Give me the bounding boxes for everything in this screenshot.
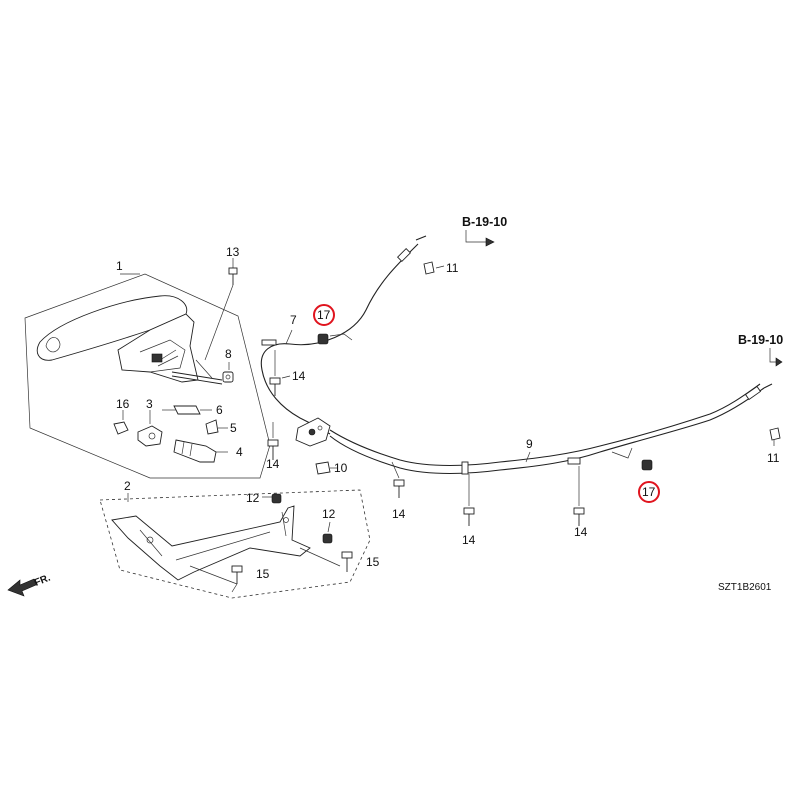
svg-text:B-19-10: B-19-10 <box>738 333 783 347</box>
bolt-14c[interactable] <box>391 461 405 498</box>
callout-7: 7 <box>290 313 297 327</box>
bolt-13[interactable] <box>204 258 238 361</box>
lever-assembly-group <box>24 273 271 479</box>
callout-14e: 14 <box>574 525 588 539</box>
callout-1: 1 <box>116 259 123 273</box>
nut-12b[interactable] <box>322 533 333 544</box>
nut-8[interactable] <box>222 362 234 383</box>
pin-16[interactable] <box>113 410 129 435</box>
switch-3[interactable] <box>137 410 163 447</box>
front-direction-arrow: FR. <box>7 572 52 597</box>
svg-text:B-19-10: B-19-10 <box>462 215 507 229</box>
bolt-14b[interactable] <box>267 422 279 460</box>
callout-13: 13 <box>226 245 240 259</box>
callout-15a: 15 <box>256 567 270 581</box>
callout-17a-highlight[interactable]: 17 <box>313 304 335 326</box>
adjuster-4[interactable] <box>173 439 228 463</box>
reference-b19-right[interactable]: B-19-10 <box>738 333 783 367</box>
clip-11a[interactable] <box>423 261 435 275</box>
reference-b19-top[interactable]: B-19-10 <box>462 215 507 247</box>
bolt-15b[interactable] <box>299 547 353 572</box>
callout-11b: 11 <box>767 451 780 465</box>
bolt-15a[interactable] <box>189 565 243 593</box>
bolt-14e[interactable] <box>573 466 585 526</box>
grommet-5[interactable] <box>205 419 228 435</box>
nut-12a[interactable] <box>271 493 282 504</box>
callout-3: 3 <box>146 397 153 411</box>
bracket-2[interactable] <box>111 505 311 581</box>
brake-lever-body[interactable] <box>117 313 199 383</box>
equalizer-10[interactable] <box>295 417 331 475</box>
callout-14b: 14 <box>266 457 280 471</box>
clip-6[interactable] <box>173 405 212 415</box>
nut-17a[interactable] <box>317 333 329 345</box>
callout-6: 6 <box>216 403 223 417</box>
nut-17b[interactable] <box>641 459 653 471</box>
callout-11a: 11 <box>446 261 459 275</box>
callout-12a: 12 <box>246 491 260 505</box>
callout-12b: 12 <box>322 507 336 521</box>
bracket-group <box>99 489 371 599</box>
callout-8: 8 <box>225 347 232 361</box>
callout-17b: 17 <box>642 485 656 499</box>
bolt-14a[interactable] <box>269 350 281 396</box>
callout-17a: 17 <box>317 308 331 322</box>
callout-15b: 15 <box>366 555 380 569</box>
callout-10: 10 <box>334 461 348 475</box>
callout-17b-highlight[interactable]: 17 <box>638 481 660 503</box>
diagram-code: SZT1B2601 <box>718 582 772 593</box>
cable-9[interactable] <box>329 387 765 475</box>
callout-14a: 14 <box>292 369 306 383</box>
callout-5: 5 <box>230 421 237 435</box>
callout-2: 2 <box>124 479 131 493</box>
callout-9: 9 <box>526 437 533 451</box>
callout-4: 4 <box>236 445 243 459</box>
svg-text:FR.: FR. <box>33 572 52 588</box>
callout-16: 16 <box>116 397 130 411</box>
bolt-14d[interactable] <box>463 474 475 526</box>
callout-14d: 14 <box>462 533 476 547</box>
clip-11b[interactable] <box>769 427 781 441</box>
callout-14c: 14 <box>392 507 406 521</box>
cable-7[interactable] <box>260 243 419 435</box>
